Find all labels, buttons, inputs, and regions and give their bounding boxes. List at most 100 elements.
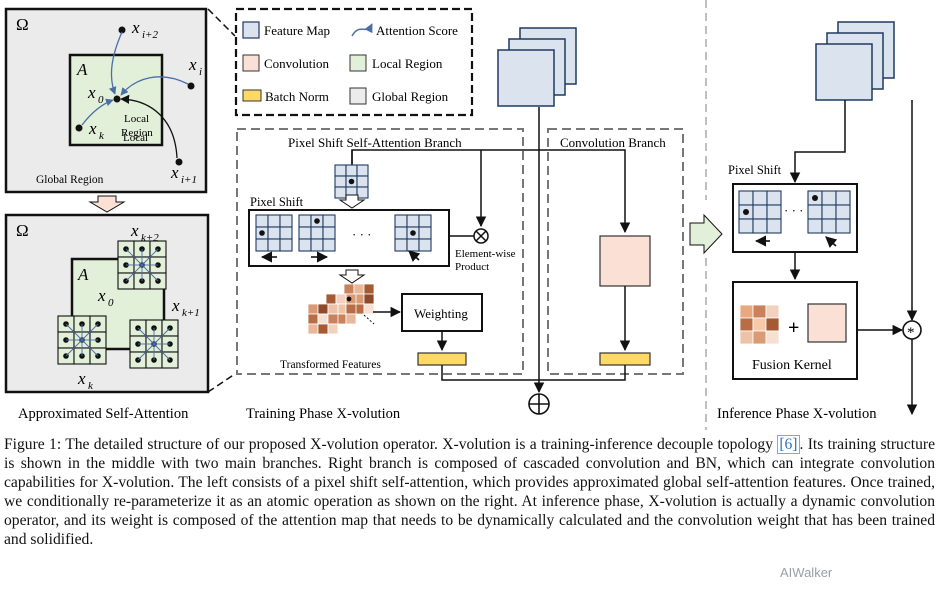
elementwise-label-1: Element-wise <box>455 248 516 260</box>
grid-3x3 <box>298 214 336 252</box>
xi-sub: i <box>199 66 202 78</box>
merge-line <box>441 365 626 381</box>
legend-global-region-swatch <box>349 87 367 105</box>
inference-title: Inference Phase X-volution <box>717 406 877 422</box>
zoom-line <box>207 373 236 393</box>
caption-part1: Figure 1: The detailed structure of our … <box>4 436 778 453</box>
conv-op-star: * <box>907 325 915 341</box>
plus-sign: + <box>788 317 799 339</box>
node-xi2 <box>118 26 126 34</box>
weighting-box <box>401 293 483 332</box>
inf-shifted-grids <box>738 190 851 234</box>
caption-ref-link[interactable]: [6] <box>777 435 800 454</box>
weighting-label: Weighting <box>414 306 468 321</box>
grid-3x3 <box>255 214 293 252</box>
legend-convolution-swatch <box>242 54 260 72</box>
shifted-grids <box>255 214 432 252</box>
node-xi1 <box>175 158 183 166</box>
attention-arrow <box>81 98 114 126</box>
xk1-sub: k+1 <box>182 307 200 319</box>
shift-arrow-diag <box>408 250 421 262</box>
grid-3x3 <box>807 190 851 234</box>
local-label-line1: Local <box>124 113 149 125</box>
omega-label: Ω <box>16 15 29 34</box>
inf-split-line <box>789 100 846 184</box>
a-label: A <box>77 265 89 284</box>
fusion-cell <box>752 304 767 319</box>
xk-sub: k <box>88 380 94 392</box>
training-title: Training Phase X-volution <box>246 406 401 422</box>
xi2-sub: i+2 <box>142 29 158 41</box>
fusion-cell <box>765 317 780 332</box>
xi1-sub: i+1 <box>181 174 197 186</box>
input-feature-map <box>497 27 577 107</box>
grid-3x3 <box>334 164 369 199</box>
local-region-label-1: Local <box>123 132 148 144</box>
local-grid <box>117 240 167 290</box>
xk1-label: x <box>171 296 180 315</box>
conv-block <box>599 235 651 287</box>
legend-batch-norm-swatch <box>242 89 262 102</box>
local-label-line2: Region <box>121 127 153 139</box>
down-arrow-icon <box>88 195 126 213</box>
xk-sub: k <box>99 130 105 142</box>
fusion-cell <box>765 304 780 319</box>
fusion-cell <box>739 304 754 319</box>
legend-convolution: Convolution <box>264 56 330 71</box>
transformed-grid <box>307 303 339 335</box>
inf-shift-dots: · · · <box>784 203 804 218</box>
down-arrow-icon <box>338 269 366 284</box>
legend-feature-map: Feature Map <box>264 23 330 38</box>
global-region-panel: Ω A Local x i+2 x i x 0 x k x i+1 Local … <box>4 7 208 194</box>
local-grid <box>57 315 107 365</box>
bn-psa <box>417 352 467 366</box>
fusion-cell <box>765 330 780 345</box>
inf-shift-arrow-diag <box>825 236 838 248</box>
legend-attention-icon <box>351 23 373 37</box>
figure-diagram: Ω A Local x i+2 x i x 0 x k x i+1 Local … <box>4 0 922 430</box>
transformed-features <box>307 283 375 335</box>
local-grids <box>57 240 179 369</box>
x0-label: x <box>87 83 96 102</box>
pixel-shift-label: Pixel Shift <box>250 195 304 209</box>
fusion-cell <box>752 330 767 345</box>
fusion-attention-grid <box>739 304 780 345</box>
xk2-label: x <box>130 221 139 240</box>
grid-3x3 <box>738 190 782 234</box>
figure-caption: Figure 1: The detailed structure of our … <box>4 435 935 549</box>
approx-title: Approximated Self-Attention <box>18 406 189 422</box>
x0-sub: 0 <box>98 94 104 106</box>
conv-branch-box <box>547 128 684 375</box>
legend-feature-map-swatch <box>242 21 260 39</box>
down-arrow-icon <box>338 194 366 209</box>
bn-conv <box>599 352 651 366</box>
omega-label: Ω <box>16 221 29 240</box>
node-x0 <box>113 95 121 103</box>
fusion-conv-block <box>807 303 847 343</box>
fusion-cell <box>739 317 754 332</box>
conv-branch-title: Convolution Branch <box>560 135 666 150</box>
inference-feature-map <box>815 21 895 101</box>
right-arrow-icon <box>689 213 723 255</box>
psa-branch-title: Pixel Shift Self-Attention Branch <box>288 135 462 150</box>
caption-part2: . Its training structure is shown in the… <box>4 436 935 548</box>
node-xi <box>187 82 195 90</box>
fusion-cell <box>739 330 754 345</box>
attention-arrow <box>120 94 178 159</box>
legend-batch-norm: Batch Norm <box>265 89 329 104</box>
xi-label: x <box>188 55 197 74</box>
global-region-label: Global Region <box>36 174 104 186</box>
x0-label: x <box>97 286 106 305</box>
xi2-label: x <box>131 18 140 37</box>
transformed-label: Transformed Features <box>280 359 381 371</box>
local-grid <box>129 319 179 369</box>
grid-3x3 <box>394 214 432 252</box>
attention-arrow <box>120 76 189 96</box>
legend-global-region: Global Region <box>372 89 449 104</box>
a-label: A <box>76 60 88 79</box>
elementwise-label-2: Product <box>455 261 489 273</box>
inf-pixel-shift-label: Pixel Shift <box>728 163 782 177</box>
legend-local-region-swatch <box>349 54 367 72</box>
zoom-line <box>207 8 236 37</box>
watermark: AIWalker <box>780 565 833 580</box>
